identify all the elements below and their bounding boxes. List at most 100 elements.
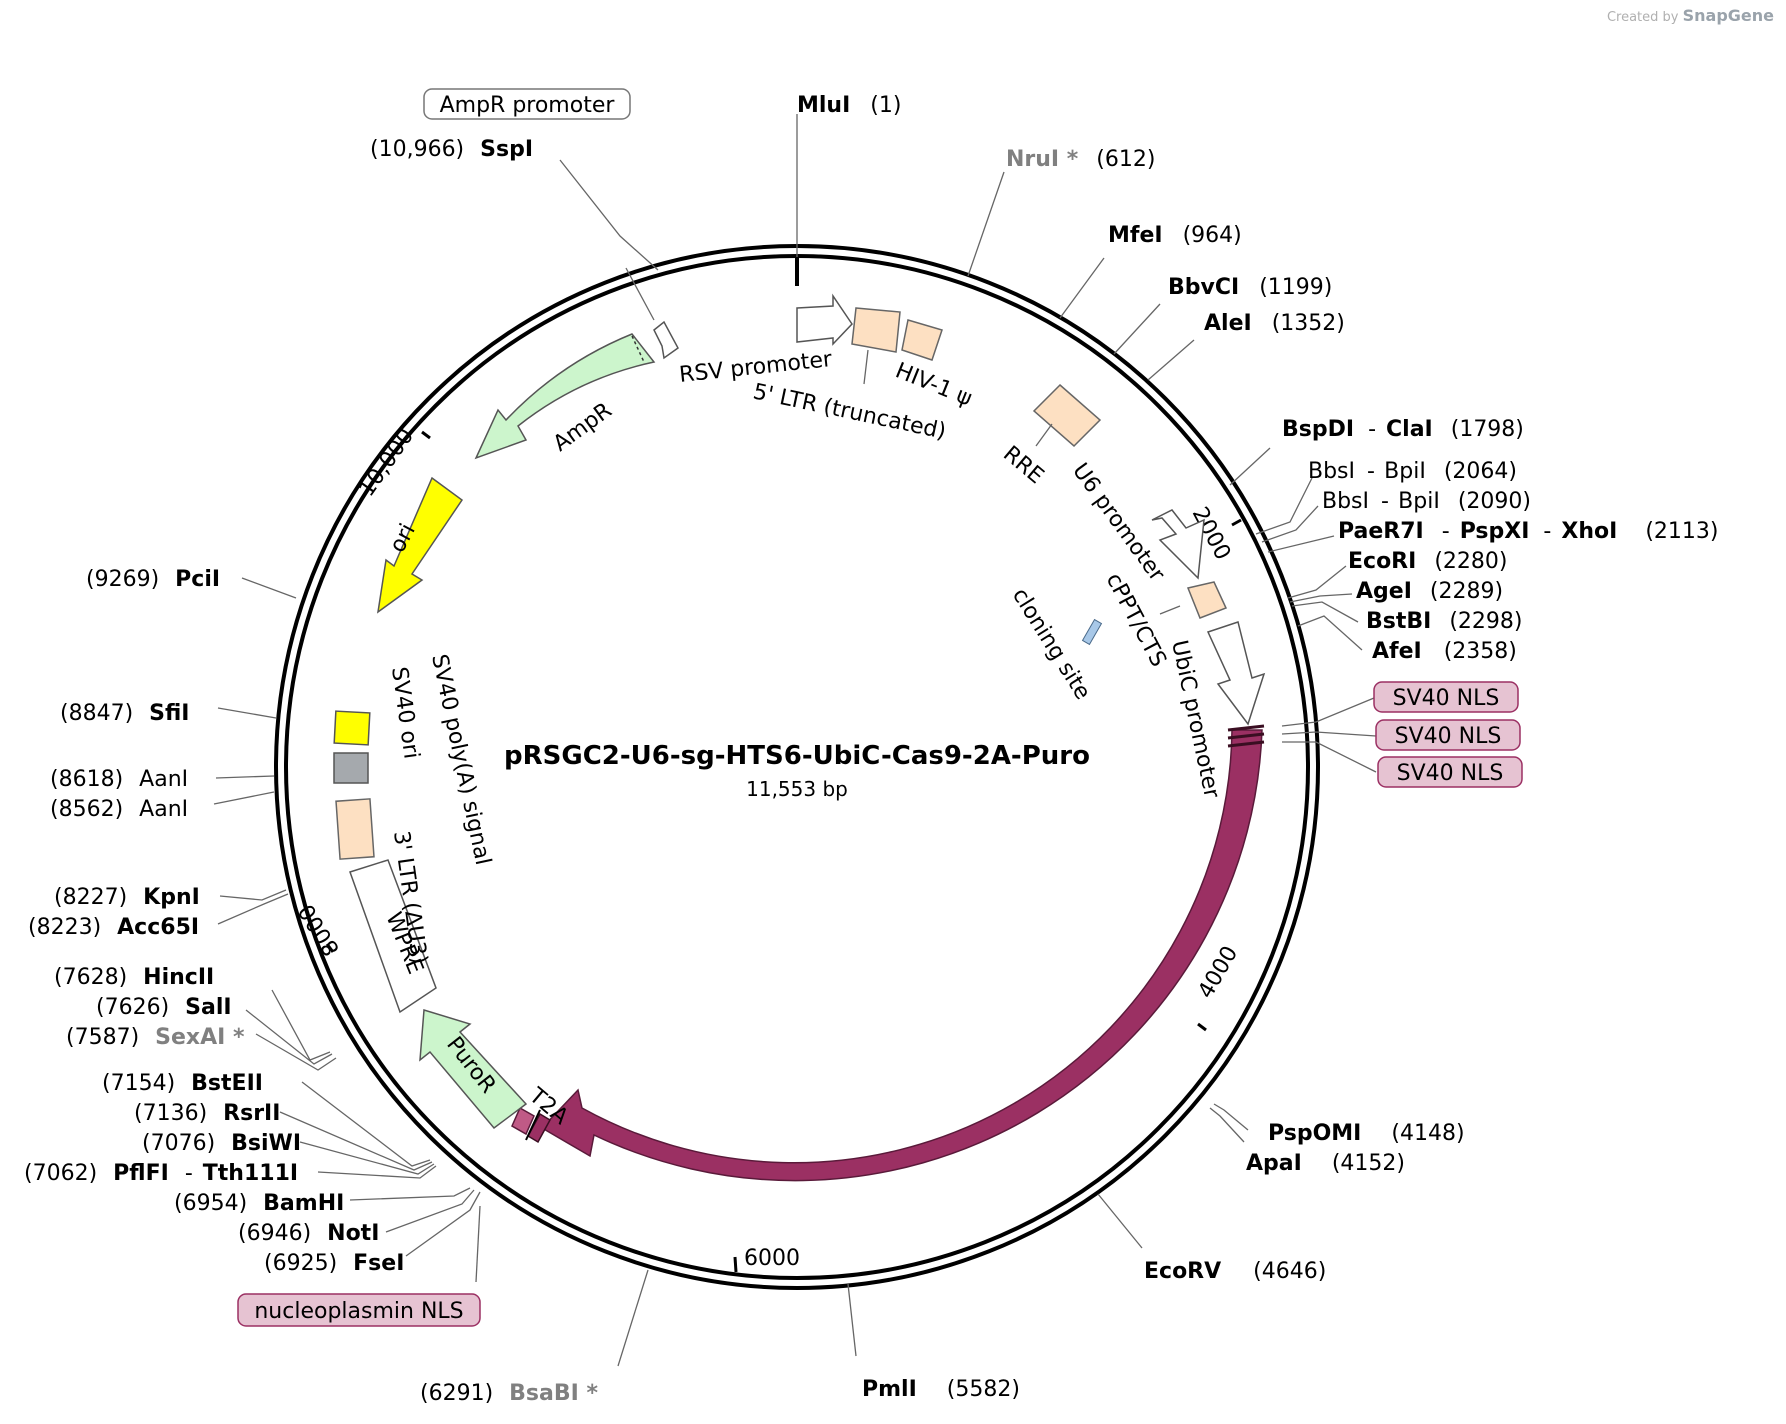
- site-bsabi[interactable]: (6291)BsaBI *: [420, 1381, 598, 1406]
- site-sali-pos: (7626): [96, 995, 169, 1020]
- rsv-promoter-arrow[interactable]: [796, 293, 853, 346]
- plasmid-size: 11,553 bp: [746, 777, 848, 801]
- sv40-nls-box-3[interactable]: SV40 NLS: [1377, 756, 1523, 788]
- ltr3-box[interactable]: [335, 798, 375, 860]
- site-alei[interactable]: AleI(1352): [1204, 311, 1345, 336]
- site-fsei[interactable]: (6925)FseI: [264, 1251, 404, 1276]
- site-ecorv-pos: (4646): [1253, 1259, 1326, 1284]
- site-tth111i-name: Tth111I: [203, 1161, 298, 1186]
- ltr5-box[interactable]: [851, 307, 901, 353]
- scale-ticks: [325, 430, 1242, 1273]
- ubic-promoter-arrow[interactable]: [1206, 621, 1266, 726]
- cppt-box[interactable]: [1186, 581, 1228, 619]
- site-pmli-name: PmlI: [862, 1377, 917, 1402]
- tick-2000: [1231, 518, 1242, 527]
- sv40-nls-1-label: SV40 NLS: [1393, 686, 1500, 711]
- site-sexai[interactable]: (7587) SexAI *: [66, 1025, 245, 1050]
- site-mfei[interactable]: MfeI(964): [1108, 223, 1242, 248]
- site-rsrii-pos: (7136): [134, 1101, 207, 1126]
- site-hincii-pos: (7628): [54, 965, 127, 990]
- site-nrui[interactable]: NruI * (612): [1006, 147, 1155, 172]
- site-noti-name: NotI: [327, 1221, 379, 1246]
- site-agei[interactable]: AgeI(2289): [1356, 579, 1503, 604]
- site-apai[interactable]: ApaI(4152): [1246, 1151, 1405, 1176]
- site-sexai-pos: (7587): [66, 1025, 139, 1050]
- rre-box[interactable]: [1032, 383, 1102, 448]
- site-acc65i-pos: (8223): [28, 915, 101, 940]
- site-bpii-2-name: BpiI: [1398, 489, 1440, 514]
- site-bbsi-1-sep: -: [1367, 459, 1374, 484]
- sv40-polya-box[interactable]: [333, 752, 369, 784]
- site-bbvci[interactable]: BbvCI(1199): [1168, 275, 1332, 300]
- site-aani-2[interactable]: (8562)AanI: [50, 797, 188, 822]
- sv40-nls-box-2[interactable]: SV40 NLS: [1375, 719, 1521, 751]
- site-bspdi[interactable]: BspDI-ClaI(1798): [1282, 417, 1524, 442]
- site-aani-1[interactable]: (8618)AanI: [50, 767, 188, 792]
- ampr-promoter-arrow[interactable]: [653, 320, 679, 360]
- site-nrui-pos: (612): [1096, 147, 1155, 172]
- site-mlui[interactable]: MluI (1): [797, 93, 901, 118]
- site-ecori[interactable]: EcoRI(2280): [1348, 549, 1507, 574]
- nucleoplasmin-nls-box[interactable]: nucleoplasmin NLS: [237, 1293, 481, 1327]
- site-noti[interactable]: (6946)NotI: [238, 1221, 379, 1246]
- u6-promoter-arrow[interactable]: [1151, 509, 1205, 580]
- site-ecorv[interactable]: EcoRV (4646): [1144, 1259, 1326, 1284]
- site-pmli[interactable]: PmlI (5582): [862, 1377, 1020, 1402]
- site-bsiwi-pos: (7076): [142, 1131, 215, 1156]
- site-nrui-name: NruI *: [1006, 147, 1079, 172]
- site-afei[interactable]: AfeI(2358): [1372, 639, 1517, 664]
- sv40-nls-box-2-bg: [1375, 719, 1521, 751]
- site-mfei-name: MfeI: [1108, 223, 1163, 248]
- site-paer7i-pos: (2113): [1645, 519, 1718, 544]
- site-rsrii[interactable]: (7136)RsrII: [134, 1101, 280, 1126]
- site-hincii[interactable]: (7628)HincII: [54, 965, 214, 990]
- site-bsteii[interactable]: (7154)BstEII: [102, 1071, 263, 1096]
- site-pcii[interactable]: (9269)PciI: [86, 567, 220, 592]
- site-mlui-name: MluI: [797, 93, 850, 118]
- snapgene-logo: SnapGene: [1682, 6, 1774, 25]
- site-kpni[interactable]: (8227)KpnI: [54, 885, 200, 910]
- site-bsabi-pos: (6291): [420, 1381, 493, 1406]
- site-bbsi-2[interactable]: BbsI-BpiI(2090): [1322, 489, 1531, 514]
- site-bstbi[interactable]: BstBI(2298): [1366, 609, 1523, 634]
- sv40-nls-3-label: SV40 NLS: [1397, 761, 1504, 786]
- site-pflfi[interactable]: (7062)PflFI-Tth111I: [24, 1161, 298, 1186]
- site-acc65i-name: Acc65I: [117, 915, 199, 940]
- ampr-label: AmpR: [549, 398, 617, 457]
- site-ecorv-name: EcoRV: [1144, 1259, 1221, 1284]
- site-bsiwi-name: BsiWI: [231, 1131, 301, 1156]
- site-bpii-1-name: BpiI: [1384, 459, 1426, 484]
- t2a-divider: [525, 1109, 541, 1141]
- site-bamhi[interactable]: (6954)BamHI: [174, 1191, 344, 1216]
- site-acc65i[interactable]: (8223) Acc65I: [28, 915, 199, 940]
- site-pspomi[interactable]: PspOMI(4148): [1268, 1121, 1465, 1146]
- site-bsiwi[interactable]: (7076) BsiWI: [142, 1131, 301, 1156]
- site-sexai-name: SexAI *: [155, 1025, 245, 1050]
- rre-label: RRE: [998, 441, 1048, 489]
- ampr-promoter-box[interactable]: AmpR promoter: [423, 88, 631, 120]
- hiv-psi-box[interactable]: [901, 319, 943, 361]
- site-bbsi-1[interactable]: BbsI-BpiI(2064): [1308, 459, 1517, 484]
- puror-arrow[interactable]: [419, 1009, 528, 1130]
- site-pmli-pos: (5582): [947, 1377, 1020, 1402]
- cas9-arrow[interactable]: [540, 729, 1263, 1182]
- wpre-box[interactable]: [349, 859, 437, 1014]
- site-paer7i[interactable]: PaeR7I-PspXI-XhoI(2113): [1338, 519, 1718, 544]
- site-kpni-pos: (8227): [54, 885, 127, 910]
- ampr-arrow[interactable]: [474, 333, 656, 460]
- site-bspdi-sep: -: [1368, 417, 1376, 442]
- t2a-box[interactable]: [511, 1106, 535, 1136]
- hiv-psi-label: HIV-1 ψ: [892, 358, 976, 411]
- ampr-promoter-label: AmpR promoter: [440, 93, 616, 118]
- site-pflfi-name: PflFI: [113, 1161, 169, 1186]
- sv40-ori-box[interactable]: [333, 710, 371, 746]
- site-mlui-pos: (1): [870, 93, 901, 118]
- site-sfii[interactable]: (8847)SfiI: [60, 701, 190, 726]
- cloning-site-marker[interactable]: [1081, 618, 1103, 646]
- site-sspi[interactable]: (10,966)SspI: [370, 137, 533, 162]
- site-sali[interactable]: (7626)SalI: [96, 995, 232, 1020]
- ori-arrow[interactable]: [376, 476, 464, 614]
- credit-prefix: Created by: [1606, 10, 1679, 25]
- site-aani-1-name: AanI: [139, 767, 188, 792]
- sv40-nls-box-1[interactable]: SV40 NLS: [1373, 681, 1519, 713]
